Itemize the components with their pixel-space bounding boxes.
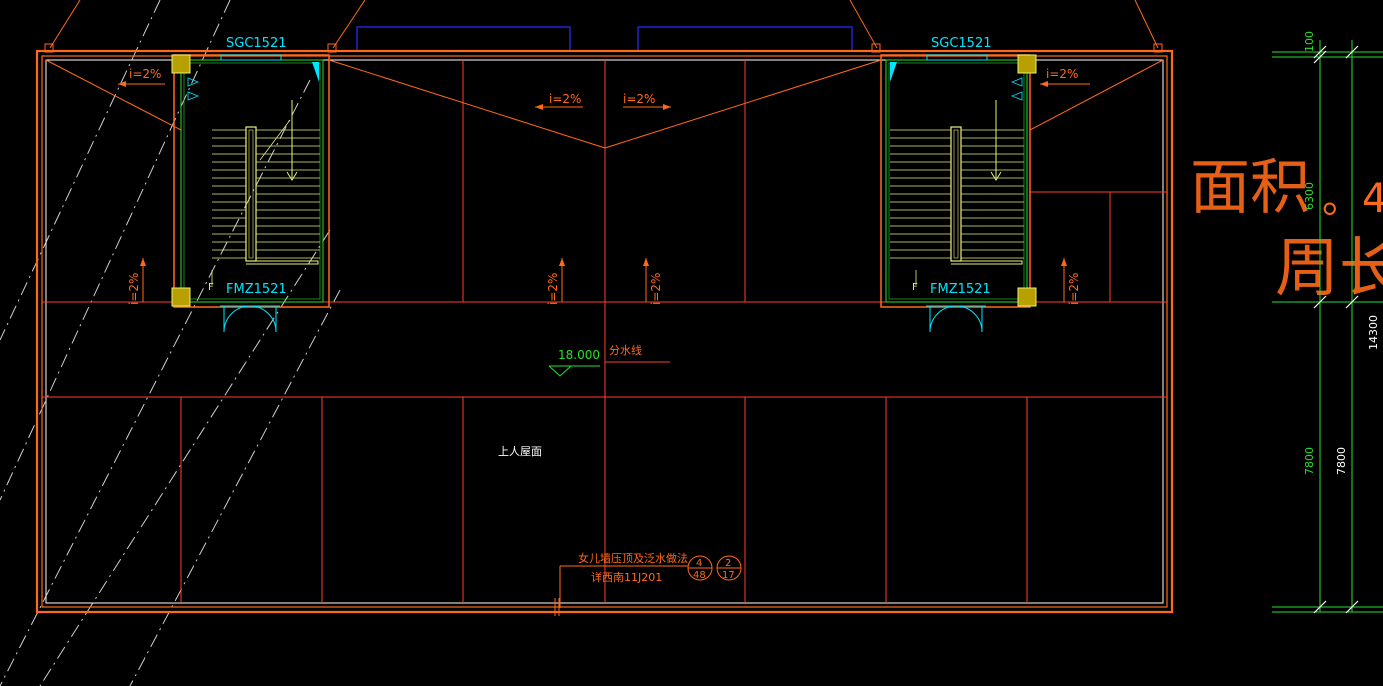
slope-label-v-1: i=2% — [127, 258, 146, 305]
svg-text:i=2%: i=2% — [129, 67, 161, 81]
window-label-right: SGC1521 — [931, 36, 992, 51]
dim-lower: 7800 — [1335, 447, 1348, 475]
svg-text:i=2%: i=2% — [649, 273, 663, 305]
svg-text:i=2%: i=2% — [1046, 67, 1078, 81]
slope-label-h-4: i=2% — [1040, 67, 1090, 87]
svg-text:17: 17 — [722, 570, 735, 581]
door-label-left: FMZ1521 — [226, 282, 287, 297]
handwritten-notes: 面积 周长 。4 — [1190, 153, 1383, 306]
handwritten-area: 面积 — [1190, 153, 1310, 223]
elevation-marker: 18.000 — [548, 348, 600, 377]
dim-top: 100 — [1303, 31, 1316, 52]
roof-label: 上人屋面 — [498, 445, 542, 458]
slope-label-h-1: i=2% — [118, 67, 165, 87]
slope-label-v-2: i=2% — [546, 258, 565, 305]
parapet-posts — [44, 43, 1163, 53]
slope-label-h-2: i=2% — [535, 92, 583, 110]
svg-text:详西南11J201: 详西南11J201 — [591, 570, 662, 584]
door-label-right: FMZ1521 — [930, 282, 991, 297]
roof-ridge-lines — [49, 0, 1159, 49]
dim-upper: 6300 — [1303, 182, 1316, 210]
stair-core-right — [880, 54, 1037, 333]
svg-text:48: 48 — [693, 570, 706, 581]
svg-text:18.000: 18.000 — [558, 348, 600, 362]
svg-text:i=2%: i=2% — [546, 273, 560, 305]
svg-text:i=2%: i=2% — [549, 92, 581, 106]
stair-up-mark-right: F — [912, 282, 918, 293]
top-openings — [356, 26, 853, 52]
dimension-chain: 100 6300 7800 7800 14300 — [1272, 31, 1383, 614]
stair-core-left — [171, 54, 330, 333]
slope-label-h-3: i=2% — [623, 92, 671, 110]
handwritten-perimeter: 周长 — [1275, 232, 1383, 306]
svg-text:i=2%: i=2% — [1067, 273, 1081, 305]
axis-grid — [42, 60, 1167, 603]
svg-text:i=2%: i=2% — [623, 92, 655, 106]
window-label-left: SGC1521 — [226, 36, 287, 51]
dim-lower-green: 7800 — [1303, 447, 1316, 475]
slope-label-v-3: i=2% — [643, 258, 663, 305]
divide-line-label: 分水线 — [609, 343, 642, 357]
drainage-slope-lines — [45, 59, 1164, 149]
svg-text:2: 2 — [725, 558, 731, 569]
dashed-guides — [0, 0, 341, 686]
dim-total: 14300 — [1367, 315, 1380, 350]
slope-label-v-4: i=2% — [1061, 258, 1081, 305]
svg-text:4: 4 — [696, 558, 702, 569]
detail-note: 女儿墙压顶及泛水做法 详西南11J201 4 48 2 17 — [554, 551, 742, 616]
svg-text:女儿墙压顶及泛水做法: 女儿墙压顶及泛水做法 — [578, 551, 688, 565]
svg-text:i=2%: i=2% — [127, 273, 141, 305]
stair-up-mark-left: F — [208, 282, 214, 293]
